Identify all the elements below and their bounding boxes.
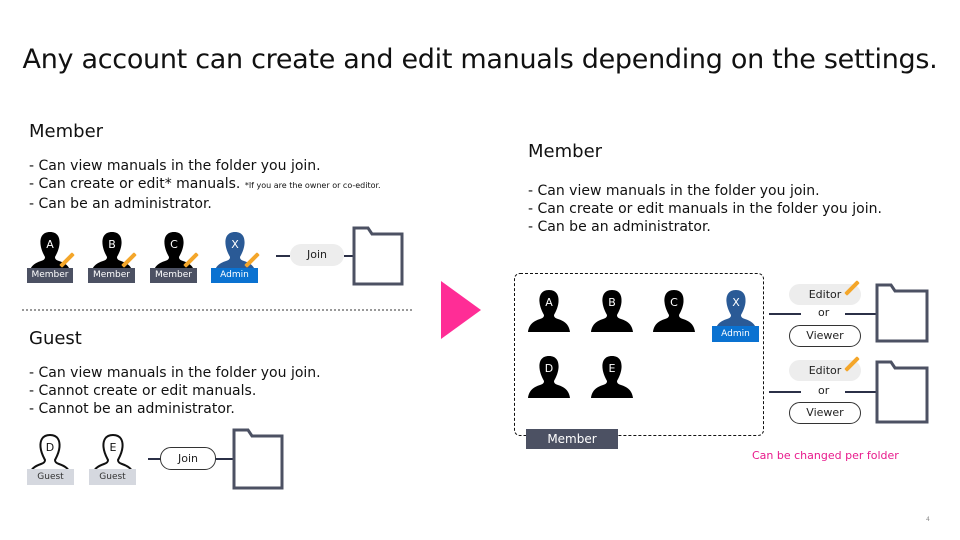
connector-line <box>276 255 290 257</box>
folder-icon <box>875 360 929 424</box>
member-group-box <box>514 273 764 436</box>
admin-badge: Admin <box>211 268 258 283</box>
user-avatar-a: A <box>524 286 574 336</box>
guest-bullets: - Can view manuals in the folder you joi… <box>29 364 321 418</box>
member-group-label: Member <box>526 429 618 449</box>
guest-avatar-d: D <box>25 431 75 481</box>
connector-line <box>845 313 877 315</box>
user-avatar-b: B <box>587 286 637 336</box>
user-avatar-c: C <box>149 228 199 278</box>
or-label: or <box>818 384 830 397</box>
viewer-role-button[interactable]: Viewer <box>789 402 861 424</box>
bullet: - Can view manuals in the folder you joi… <box>29 365 321 381</box>
bullet: - Can view manuals in the folder you joi… <box>29 158 321 174</box>
user-avatar-c: C <box>649 286 699 336</box>
editor-role-button[interactable]: Editor <box>789 360 861 381</box>
viewer-role-button[interactable]: Viewer <box>789 325 861 347</box>
per-folder-caption: Can be changed per folder <box>752 449 899 462</box>
connector-line <box>344 255 354 257</box>
or-label: or <box>818 306 830 319</box>
member-badge: Member <box>27 268 73 283</box>
user-avatar-b: B <box>87 228 137 278</box>
bullet: - Can create or edit manuals in the fold… <box>528 201 882 217</box>
right-member-bullets: - Can view manuals in the folder you joi… <box>528 182 882 236</box>
member-badge: Member <box>88 268 135 283</box>
guest-badge: Guest <box>89 469 136 485</box>
guest-heading: Guest <box>29 328 82 349</box>
left-member-bullets: - Can view manuals in the folder you joi… <box>29 157 381 213</box>
folder-icon <box>875 283 929 343</box>
page-number: 4 <box>926 516 930 523</box>
footnote: *If you are the owner or co-editor. <box>244 181 381 190</box>
editor-role-button[interactable]: Editor <box>789 284 861 305</box>
user-avatar-x: X <box>210 228 260 278</box>
arrow-right-icon <box>441 281 481 339</box>
section-divider <box>22 309 412 311</box>
guest-avatar-e: E <box>88 431 138 481</box>
right-member-heading: Member <box>528 141 603 162</box>
connector-line <box>216 458 234 460</box>
guest-badge: Guest <box>27 469 74 485</box>
join-button[interactable]: Join <box>290 244 344 266</box>
admin-badge: Admin <box>712 326 759 342</box>
left-member-heading: Member <box>29 121 104 142</box>
user-avatar-e: E <box>587 352 637 402</box>
connector-line <box>769 313 801 315</box>
bullet: - Can view manuals in the folder you joi… <box>528 183 820 199</box>
bullet: - Can create or edit* manuals. *If you a… <box>29 176 381 192</box>
user-avatar-x: X <box>711 286 761 336</box>
user-avatar-d: D <box>524 352 574 402</box>
folder-icon <box>232 428 284 490</box>
member-badge: Member <box>150 268 197 283</box>
bullet: - Cannot be an administrator. <box>29 401 235 417</box>
guest-join-button[interactable]: Join <box>160 447 216 470</box>
user-avatar-a: A <box>25 228 75 278</box>
bullet: - Can be an administrator. <box>528 219 711 235</box>
bullet: - Can be an administrator. <box>29 196 212 212</box>
connector-line <box>148 458 162 460</box>
folder-icon <box>352 226 404 286</box>
slide-title: Any account can create and edit manuals … <box>22 44 938 75</box>
connector-line <box>845 391 877 393</box>
connector-line <box>769 391 801 393</box>
bullet: - Cannot create or edit manuals. <box>29 383 257 399</box>
